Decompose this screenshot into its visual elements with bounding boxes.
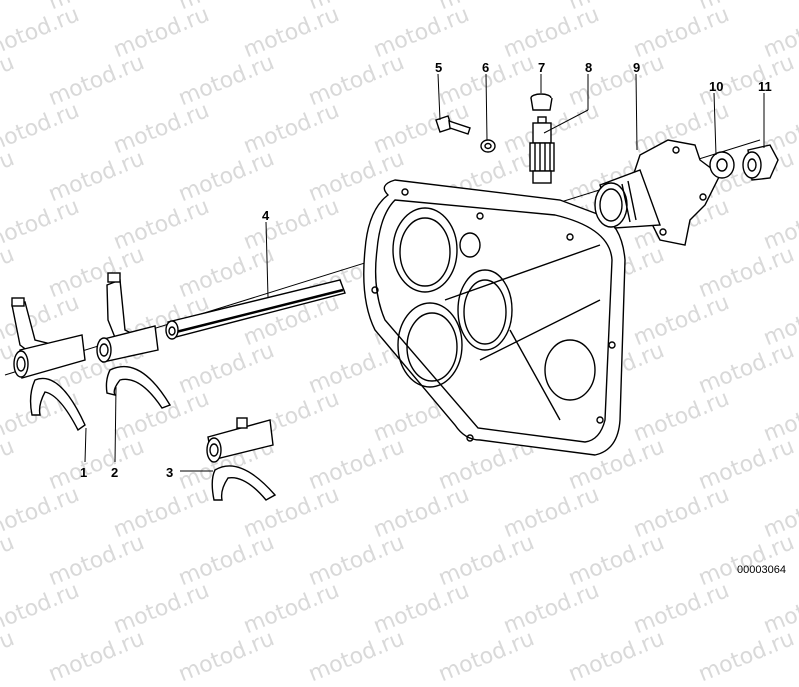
watermark-text: motod.ru — [305, 626, 408, 687]
part-label-4[interactable]: 4 — [262, 208, 270, 223]
part-label-6[interactable]: 6 — [482, 60, 490, 75]
speedometer-pinion-part-8 — [529, 116, 555, 184]
shift-fork-part-1 — [11, 297, 86, 432]
watermark-text: motod.ru — [45, 626, 148, 687]
part-label-3[interactable]: 3 — [166, 465, 174, 480]
washer-part-6 — [480, 139, 496, 153]
plug-part-7 — [530, 93, 553, 111]
part-label-9[interactable]: 9 — [633, 60, 641, 75]
shift-fork-part-2 — [96, 272, 172, 409]
bolt-part-5 — [435, 115, 471, 135]
watermark-text: motod.ru — [435, 626, 538, 687]
part-label-5[interactable]: 5 — [435, 60, 443, 75]
washer-part-10 — [709, 151, 735, 179]
catalog-number: 00003064 — [737, 564, 786, 576]
transmission-cover-housing — [363, 179, 626, 456]
collar-nut-part-11 — [742, 144, 779, 181]
part-label-11[interactable]: 11 — [758, 79, 772, 94]
watermark-text: motod.ru — [695, 626, 798, 687]
exploded-parts-drawing — [4, 73, 779, 501]
part-label-7[interactable]: 7 — [538, 60, 546, 75]
output-flange-part-9 — [594, 139, 721, 246]
watermark-text: motod.ru — [0, 626, 18, 687]
part-label-8[interactable]: 8 — [585, 60, 593, 75]
part-label-1[interactable]: 1 — [80, 465, 88, 480]
watermark-text: motod.ru — [175, 626, 278, 687]
part-label-10[interactable]: 10 — [709, 79, 724, 94]
selector-rod-part-4 — [165, 279, 346, 340]
leader-lines — [84, 73, 765, 472]
part-label-2[interactable]: 2 — [111, 465, 119, 480]
watermark-text: motod.ru — [565, 626, 668, 687]
shift-fork-part-3 — [206, 417, 277, 501]
